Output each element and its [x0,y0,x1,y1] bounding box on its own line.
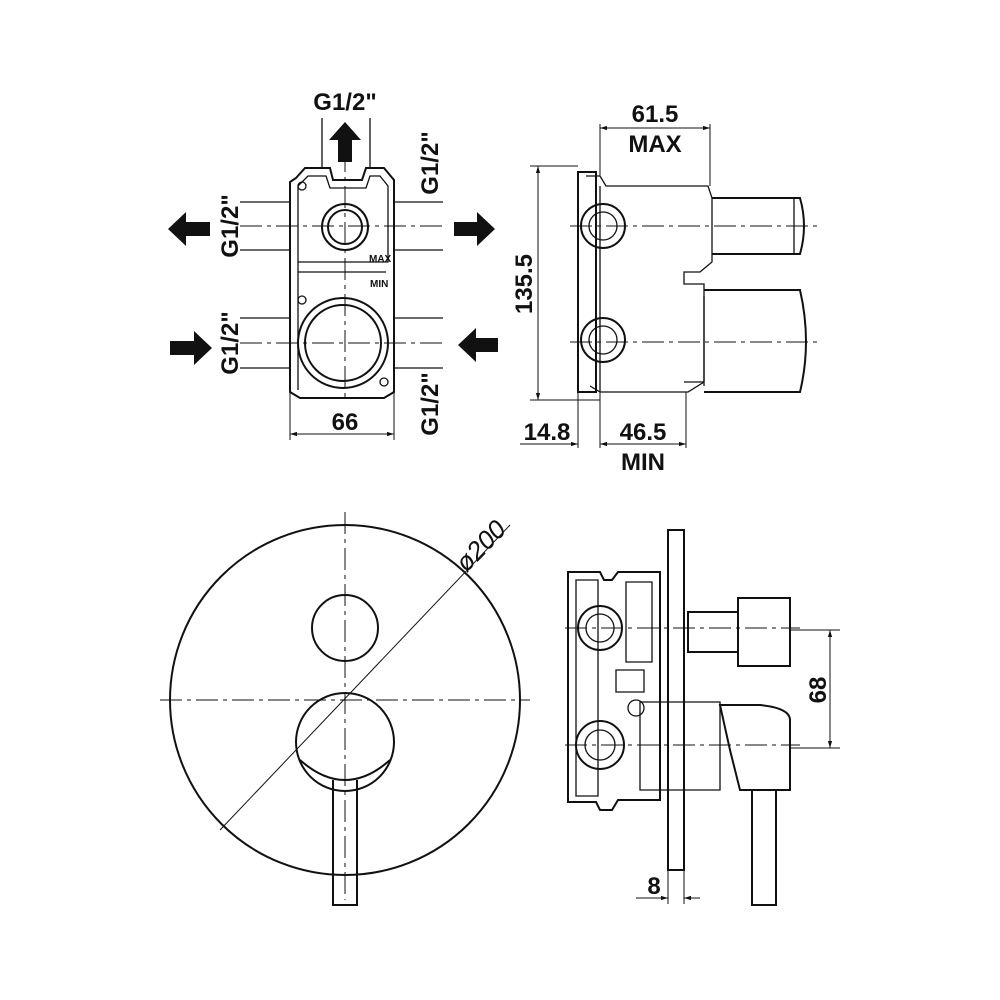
dimension-depth-min: 46.5 [620,419,667,446]
dimension-depth-max: 61.5 [632,101,679,128]
port-label-right-top: G1/2" [417,131,444,194]
inlet-right-arrow [458,328,498,362]
port-label-left-bottom: G1/2" [217,311,244,374]
port-labels: G1/2" G1/2" G1/2" G1/2" G1/2" [217,89,444,436]
max-mark: MAX [369,254,392,265]
port-label-right-bottom: G1/2" [417,372,444,435]
dimension-depth-min-note: MIN [621,449,665,476]
dimension-plate: 8 [647,873,660,900]
outlet-up-arrow [329,122,361,162]
dimension-height: 135.5 [511,254,538,314]
assembly-side-view: 68 8 [565,529,840,906]
body-front-view: MAX MIN 66 [240,118,443,440]
dimension-offset: 14.8 [524,419,571,446]
trim-plate-front: ø200 [160,512,530,906]
port-label-top: G1/2" [313,89,376,116]
outlet-right-arrow [454,212,495,246]
inlet-left-arrow [170,331,212,365]
body-side-view: 135.5 61.5 MAX 14.8 46.5 MIN [511,101,820,476]
min-mark: MIN [370,279,388,290]
port-label-left-top: G1/2" [217,194,244,257]
dimension-spacing: 68 [805,677,832,704]
dimension-width: 66 [332,409,359,436]
flow-arrows [168,122,498,365]
dimension-depth-max-note: MAX [628,131,681,158]
outlet-left-arrow [168,212,210,246]
